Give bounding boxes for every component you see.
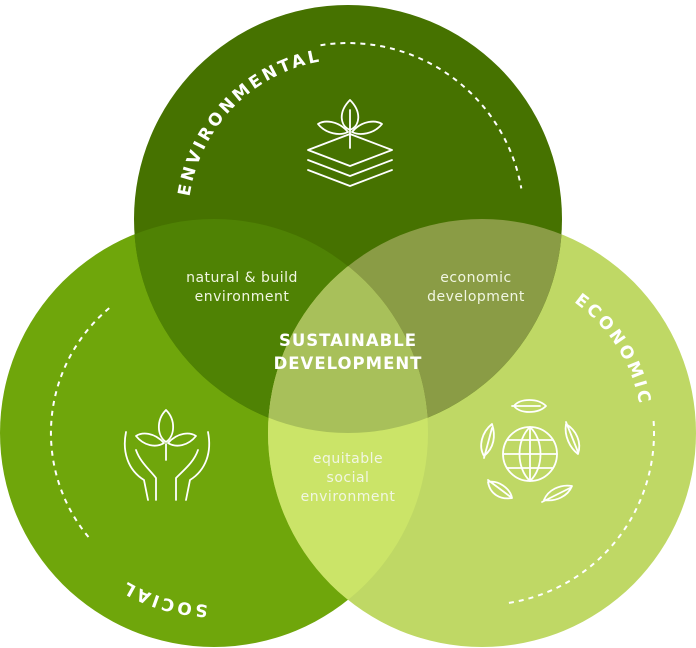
hands-plant-icon bbox=[123, 409, 211, 501]
environmental-dashed-arc bbox=[320, 42, 523, 189]
social-dashed-arc bbox=[49, 307, 110, 539]
economic-dashed-arc bbox=[505, 420, 656, 605]
environmental-economic-overlap bbox=[268, 219, 562, 433]
plant-layers-icon bbox=[307, 99, 393, 187]
globe-leaves-icon bbox=[480, 399, 581, 503]
environmental-social-overlap bbox=[134, 219, 428, 433]
